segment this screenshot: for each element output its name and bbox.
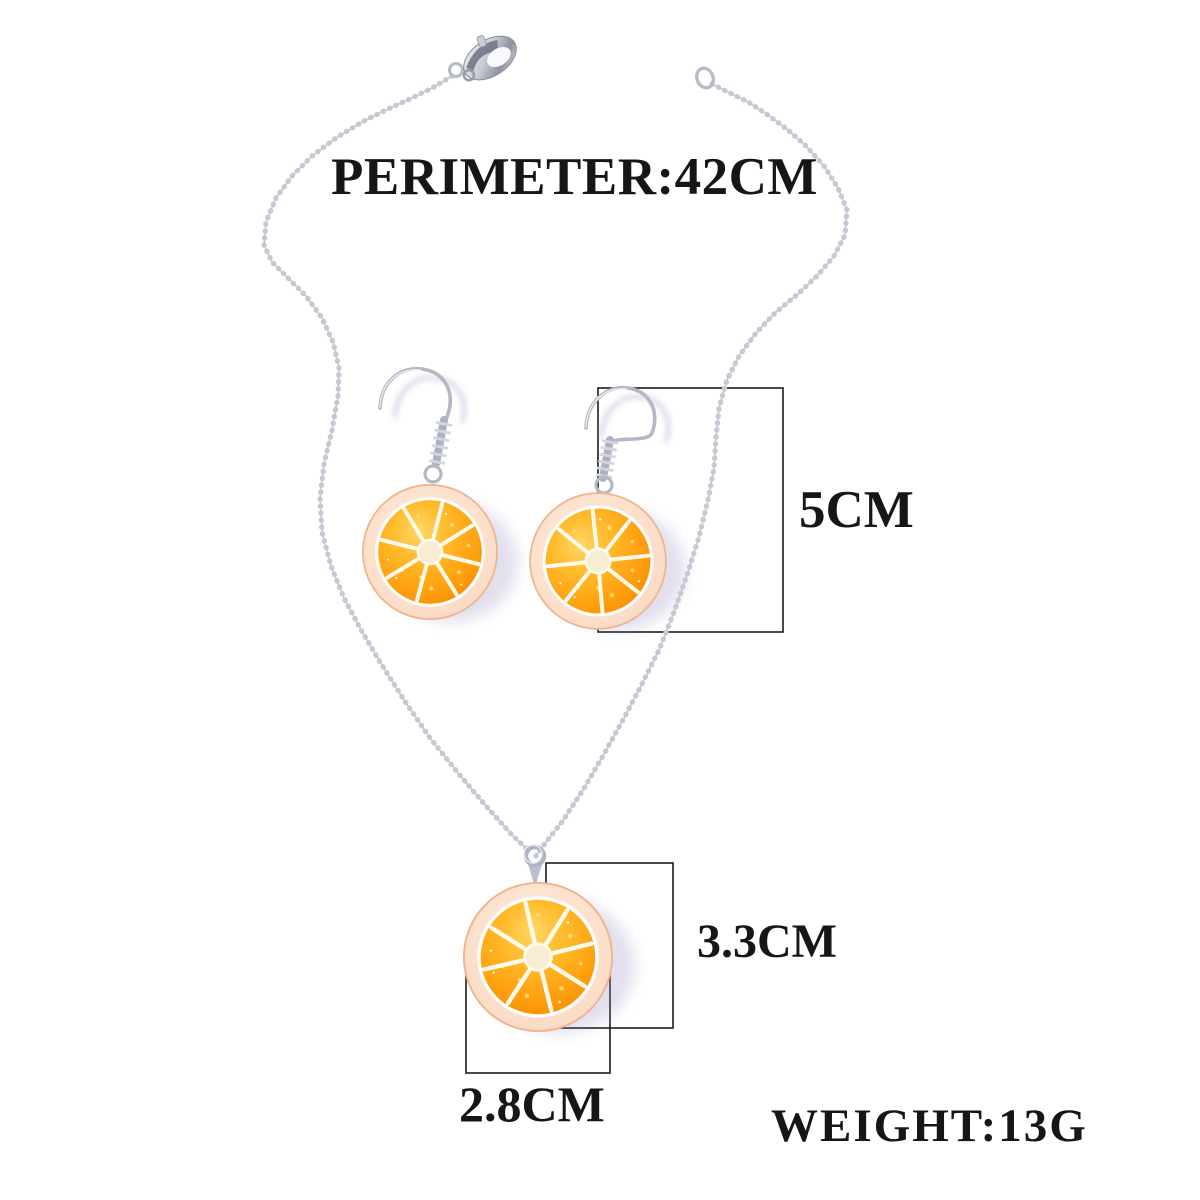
jump-ring-left: [423, 464, 443, 484]
earring-length-label: 5CM: [799, 481, 914, 539]
ear-wire-left: [378, 366, 452, 431]
weight-label: WEIGHT:13G: [771, 1100, 1088, 1152]
chain-end-ring: [694, 66, 716, 90]
earring-right: [516, 385, 681, 644]
pendant-diameter-label: 3.3CM: [697, 915, 837, 968]
ear-wire-right: [584, 385, 657, 445]
earring-left: [354, 366, 506, 628]
hook-shadows: [392, 375, 671, 443]
ear-wire-coil-right: [595, 439, 619, 479]
lobster-clasp: [448, 35, 517, 82]
pendant-bail: [523, 844, 547, 888]
necklace-chain: [261, 73, 850, 859]
pendant-orange-slice: [440, 859, 636, 1055]
ear-wire-coil-left: [428, 421, 453, 465]
pendant-width-label: 2.8CM: [459, 1076, 605, 1132]
perimeter-label: PERIMETER:42CM: [331, 148, 818, 206]
